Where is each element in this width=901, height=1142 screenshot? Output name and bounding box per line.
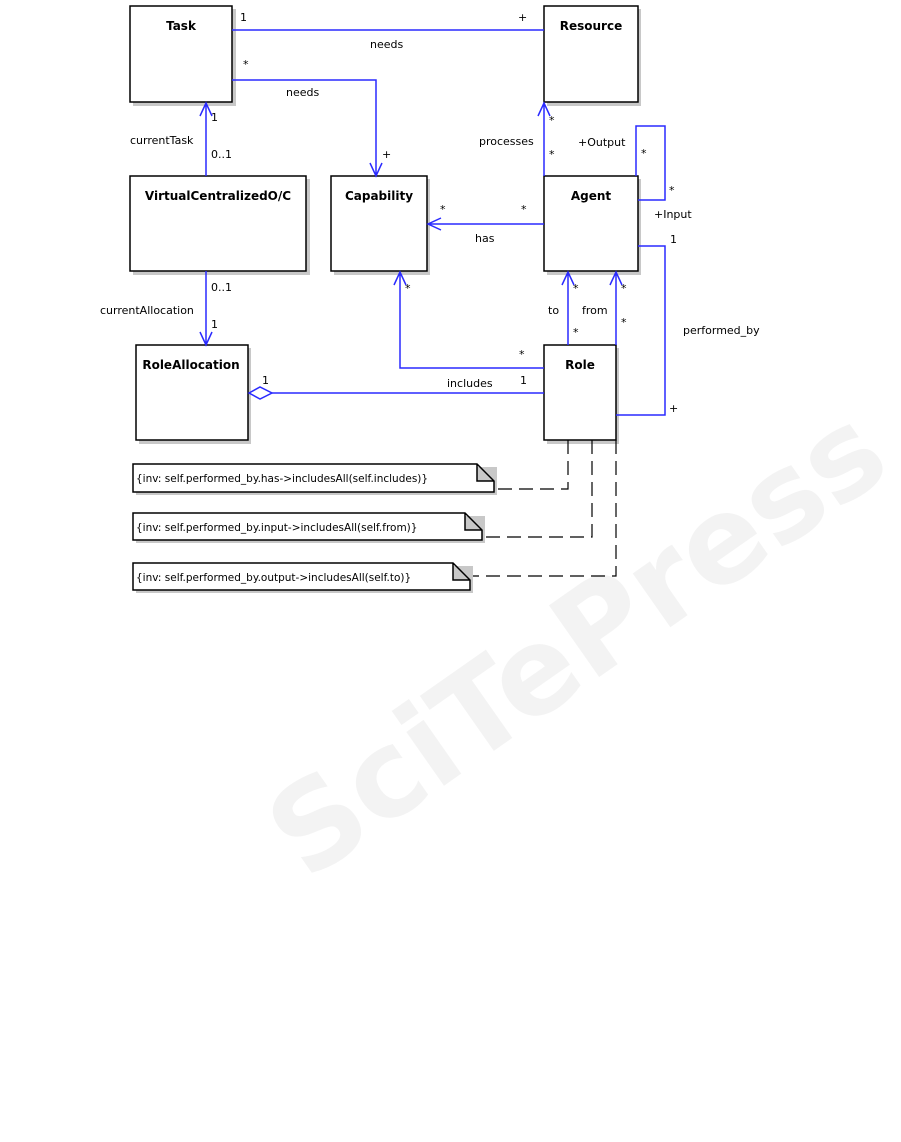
diagram-label: {inv: self.performed_by.has->includesAll… bbox=[136, 473, 428, 485]
assoc-task-resource[interactable]: 1 + needs bbox=[232, 11, 544, 51]
diagram-label: performed_by bbox=[683, 324, 760, 337]
diagram-label: 1 bbox=[262, 374, 269, 387]
assoc-role-capability[interactable]: * * bbox=[393, 270, 544, 369]
diagram-label: 1 bbox=[211, 318, 218, 331]
diagram-label: * bbox=[573, 326, 579, 339]
diagram-label: currentTask bbox=[130, 134, 194, 147]
note-connector bbox=[478, 440, 593, 538]
assoc-role-agent-to[interactable]: * * to bbox=[548, 270, 579, 345]
constraint-note[interactable]: {inv: self.performed_by.output->includes… bbox=[132, 562, 473, 593]
diagram-label: + bbox=[669, 402, 678, 415]
diagram-label: needs bbox=[370, 38, 403, 51]
assoc-current-task[interactable]: 1 0..1 currentTask bbox=[130, 101, 232, 176]
diagram-label: 1 bbox=[240, 11, 247, 24]
class-role-allocation[interactable]: RoleAllocation bbox=[135, 344, 249, 441]
class-name: RoleAllocation bbox=[142, 358, 239, 372]
diagram-label: has bbox=[475, 232, 495, 245]
diagram-label: * bbox=[519, 348, 525, 361]
diagram-label: * bbox=[549, 148, 555, 161]
class-resource[interactable]: Resource bbox=[543, 5, 639, 103]
diagram-label: * bbox=[243, 58, 249, 71]
diagram-label: to bbox=[548, 304, 559, 317]
assoc-performed-by[interactable]: 1 performed_by + bbox=[616, 233, 760, 416]
class-name: Task bbox=[166, 19, 197, 33]
diagram-label: currentAllocation bbox=[100, 304, 194, 317]
assoc-processes[interactable]: * * processes bbox=[479, 101, 555, 176]
class-name: Capability bbox=[345, 189, 413, 203]
diagram-label: + bbox=[518, 11, 527, 24]
watermark: SciTePress bbox=[244, 380, 901, 905]
diagram-label: * bbox=[405, 282, 411, 295]
diagram-label: +Input bbox=[654, 208, 692, 221]
note-connector bbox=[490, 440, 569, 490]
assoc-agent-input-output[interactable]: +Output * * +Input bbox=[578, 125, 692, 221]
diagram-label: * bbox=[621, 282, 627, 295]
diagram-label: 0..1 bbox=[211, 281, 232, 294]
class-name: Resource bbox=[560, 19, 622, 33]
note-connector bbox=[462, 440, 617, 577]
assoc-role-agent-from[interactable]: * * from bbox=[582, 270, 627, 345]
assoc-has[interactable]: * * has bbox=[426, 203, 544, 245]
diagram-label: * bbox=[521, 203, 527, 216]
class-name: Agent bbox=[571, 189, 612, 203]
diagram-label: 1 bbox=[211, 111, 218, 124]
diagram-label: * bbox=[573, 282, 579, 295]
diagram-label: processes bbox=[479, 135, 534, 148]
diagram-label: * bbox=[440, 203, 446, 216]
svg-text:SciTePress: SciTePress bbox=[244, 380, 901, 905]
class-virtual-centralized-oc[interactable]: VirtualCentralizedO/C bbox=[129, 175, 307, 272]
assoc-includes[interactable]: 1 1 includes bbox=[247, 374, 544, 400]
assoc-task-capability[interactable]: * + needs bbox=[232, 58, 391, 178]
constraint-note[interactable]: {inv: self.performed_by.has->includesAll… bbox=[132, 463, 497, 495]
assoc-current-allocation[interactable]: 0..1 1 currentAllocation bbox=[100, 271, 232, 347]
diagram-label: * bbox=[621, 316, 627, 329]
diagram-label: 1 bbox=[520, 374, 527, 387]
class-task[interactable]: Task bbox=[129, 5, 233, 103]
aggregation-diamond-icon bbox=[247, 386, 274, 400]
class-name: Role bbox=[565, 358, 595, 372]
diagram-label: * bbox=[641, 147, 647, 160]
diagram-label: +Output bbox=[578, 136, 626, 149]
constraint-note[interactable]: {inv: self.performed_by.input->includesA… bbox=[132, 512, 485, 543]
class-capability[interactable]: Capability bbox=[330, 175, 428, 272]
diagram-label: + bbox=[382, 148, 391, 161]
diagram-label: includes bbox=[447, 377, 493, 390]
class-agent[interactable]: Agent bbox=[543, 175, 639, 272]
diagram-label: 0..1 bbox=[211, 148, 232, 161]
diagram-label: * bbox=[669, 184, 675, 197]
diagram-label: {inv: self.performed_by.input->includesA… bbox=[136, 522, 417, 534]
diagram-label: from bbox=[582, 304, 608, 317]
diagram-label: 1 bbox=[670, 233, 677, 246]
diagram-label: * bbox=[549, 114, 555, 127]
class-role[interactable]: Role bbox=[543, 344, 617, 441]
class-name: VirtualCentralizedO/C bbox=[145, 189, 291, 203]
diagram-label: {inv: self.performed_by.output->includes… bbox=[136, 572, 411, 584]
diagram-label: needs bbox=[286, 86, 319, 99]
